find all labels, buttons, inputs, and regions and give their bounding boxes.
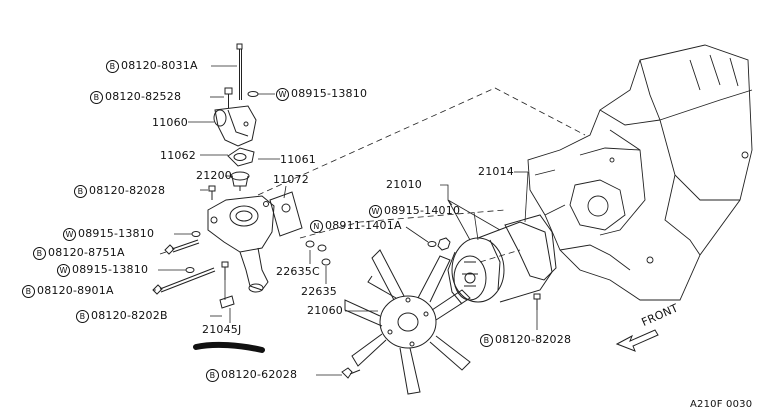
bolt-circle-icon: B [480, 334, 493, 347]
label-21045J: 21045J [202, 324, 241, 336]
water-pump [447, 221, 553, 305]
bolt-62028 [341, 367, 361, 379]
bolt-circle-icon: B [74, 185, 87, 198]
nut-1401A [437, 237, 451, 251]
label-11061: 11061 [280, 154, 316, 166]
label-21014: 21014 [478, 166, 514, 178]
part-number: 08120-8901A [37, 284, 114, 297]
label-11060: 11060 [152, 117, 188, 129]
diagram-code: A210F 0030 [690, 399, 753, 410]
part-number: 08915-13810 [291, 87, 368, 100]
washer-circle-icon: W [369, 205, 382, 218]
part-number: 08120-82028 [89, 184, 166, 197]
hose [193, 341, 265, 353]
water-outlet-housing [213, 105, 257, 147]
bolt-circle-icon: B [90, 91, 103, 104]
thermostat [230, 171, 250, 191]
bolt-small-82028 [208, 185, 216, 200]
label-21010: 21010 [386, 179, 422, 191]
bolt-8202B [221, 261, 229, 280]
label-21060: 21060 [307, 305, 343, 317]
bolt-8751A [164, 239, 200, 255]
part-number: 08915-13810 [72, 263, 149, 276]
part-number: 22635 [301, 285, 337, 298]
bolt-circle-icon: B [33, 247, 46, 260]
bolt-8901A [152, 267, 216, 295]
washer-circle-icon: W [276, 88, 289, 101]
part-number: 08120-8031A [121, 59, 198, 72]
part-number: 08120-82528 [105, 90, 182, 103]
nut-circle-icon: N [310, 220, 323, 233]
part-number: 08120-8751A [48, 246, 125, 259]
part-number: 08915-14010 [384, 204, 461, 217]
label-21200: 21200 [196, 170, 232, 182]
cooling-fan [344, 249, 471, 395]
reference-dashed-lines [257, 87, 586, 263]
bolt-pump-82028 [533, 293, 541, 310]
gasket-21014 [504, 214, 557, 281]
bolt-long-top [236, 43, 243, 100]
part-number: 08911-1401A [325, 219, 402, 232]
part-number: 21060 [307, 304, 343, 317]
thermostat-housing [207, 195, 275, 293]
engine-block-illustration [527, 44, 753, 301]
hose-clamps [305, 240, 331, 266]
part-number: 21014 [478, 165, 514, 178]
gasket-11062 [227, 147, 255, 167]
part-number: 11061 [280, 153, 316, 166]
washer-14010 [427, 241, 437, 247]
part-number: 08915-13810 [78, 227, 155, 240]
bolt-circle-icon: B [206, 369, 219, 382]
part-number: 21200 [196, 169, 232, 182]
leader-lines [153, 65, 538, 376]
part-number: 21045J [202, 323, 242, 336]
washer-13810-lower [185, 267, 195, 273]
bolt-circle-icon: B [106, 60, 119, 73]
front-direction-arrow [615, 329, 659, 352]
part-number: 21010 [386, 178, 422, 191]
gasket-11072 [269, 191, 303, 237]
label-11062: 11062 [160, 150, 196, 162]
part-number: 08120-82028 [495, 333, 572, 346]
part-number: 11072 [273, 173, 309, 186]
washer-13810-upper [191, 231, 201, 237]
part-number: 11062 [160, 149, 196, 162]
gasket-21045J [219, 295, 235, 309]
bolt-circle-icon: B [76, 310, 89, 323]
part-number: 08120-8202B [91, 309, 168, 322]
part-number: 11060 [152, 116, 188, 129]
label-22635: 22635 [301, 286, 337, 298]
bolt-circle-icon: B [22, 285, 35, 298]
label-11072: 11072 [273, 174, 309, 186]
label-22635C: 22635C [276, 266, 320, 278]
washer-circle-icon: W [57, 264, 70, 277]
part-number: 22635C [276, 265, 320, 278]
part-number: 08120-62028 [221, 368, 298, 381]
washer-circle-icon: W [63, 228, 76, 241]
